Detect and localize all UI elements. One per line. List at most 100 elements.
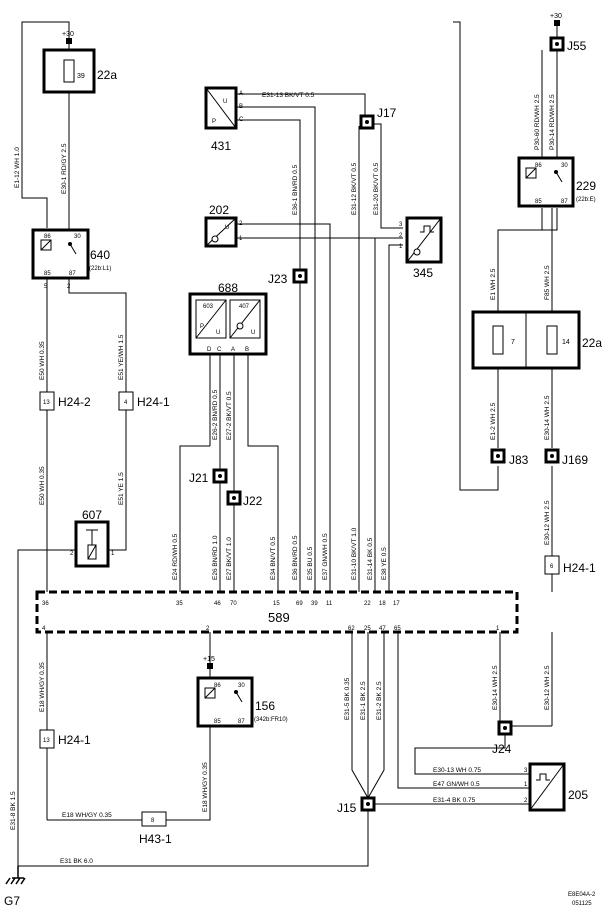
connector-J15: J15 bbox=[337, 796, 376, 815]
connector-J83-label: J83 bbox=[509, 453, 529, 467]
connector-J83: J83 bbox=[490, 448, 529, 467]
sensor-431-p: P bbox=[212, 119, 216, 125]
fuse-39-label: 39 bbox=[77, 73, 85, 80]
pin-69: 69 bbox=[296, 601, 303, 607]
wire-E31-8: E31-8 BK 1.5 bbox=[10, 791, 17, 830]
pin-46: 46 bbox=[214, 601, 221, 607]
wire-E35: E35 BU 0.5 bbox=[307, 546, 314, 580]
pin-18: 18 bbox=[379, 601, 386, 607]
module-603-p: P bbox=[200, 324, 204, 330]
sensor-431-label: 431 bbox=[211, 139, 231, 153]
sensor-205-pin3: 3 bbox=[524, 768, 528, 774]
wire-E1-12: E1-12 WH 1.0 bbox=[14, 147, 21, 188]
module-688-label: 688 bbox=[218, 281, 238, 295]
switch-607: 2 1 607 bbox=[70, 508, 115, 568]
relay-640-pin30: 30 bbox=[74, 234, 81, 240]
sensor-431-pinC: C bbox=[239, 117, 244, 123]
wire-E50b: E50 WH 0.35 bbox=[39, 466, 46, 505]
module-688-pinA: A bbox=[231, 347, 235, 353]
ground-G7-label: G7 bbox=[4, 894, 20, 908]
wire-E1-2: E1-2 WH 2.5 bbox=[490, 402, 497, 440]
relay-229-pin86: 86 bbox=[535, 163, 542, 169]
connector-J24-label: J24 bbox=[492, 742, 512, 756]
sensor-345: 3 2 1 345 bbox=[399, 216, 443, 280]
wire-E18c: E18 WH/GY 0.35 bbox=[202, 762, 209, 812]
relay-640-pin2: 2 bbox=[67, 284, 71, 290]
sensor-431-pinB: B bbox=[239, 104, 243, 110]
wire-E27-2: E27-2 BK/VT 0.5 bbox=[226, 391, 233, 440]
wire-E31-4: E31-4 BK 0.75 bbox=[433, 797, 476, 804]
supply-plus30-right: +30 bbox=[550, 13, 562, 20]
sensor-345-pin2: 2 bbox=[399, 233, 403, 239]
sensor-202-pin2: 2 bbox=[239, 221, 243, 227]
connector-J22: J22 bbox=[226, 490, 263, 508]
wire-E38: E38 YE 0.5 bbox=[381, 547, 388, 580]
connector-H24-1-b-pin: 6 bbox=[550, 564, 554, 570]
wires bbox=[17, 20, 558, 867]
wire-E51b: E51 YE 1.5 bbox=[118, 472, 125, 505]
connector-J55: J55 bbox=[549, 36, 587, 53]
connector-J17-label: J17 bbox=[377, 106, 397, 120]
connector-J55-label: J55 bbox=[567, 39, 587, 53]
relay-640: 86 30 85 87 5 2 640 (22b:L1) bbox=[31, 228, 111, 290]
wire-E24: E24 RD/WH 0.5 bbox=[172, 533, 179, 580]
wire-E36-1: E36-1 BN/RD 0.5 bbox=[292, 164, 299, 215]
sensor-202: U 2 1 202 bbox=[204, 203, 243, 248]
relay-640-pin85: 85 bbox=[44, 271, 51, 277]
relay-640-pin5: 5 bbox=[44, 284, 48, 290]
connector-H43-1-pin: 8 bbox=[151, 818, 155, 824]
sensor-205-label: 205 bbox=[568, 788, 588, 802]
pin-65: 65 bbox=[394, 626, 401, 632]
pin-47: 47 bbox=[379, 626, 386, 632]
connector-J23: J23 bbox=[268, 268, 308, 286]
relay-156-sublabel: (342b:FR10) bbox=[254, 717, 288, 723]
connector-J21: J21 bbox=[189, 468, 228, 485]
sensor-202-u: U bbox=[225, 225, 229, 231]
wire-E18b: E18 WH/GY 0.35 bbox=[62, 812, 112, 819]
doc-date: 051125 bbox=[572, 901, 592, 907]
connector-J17: J17 bbox=[359, 106, 397, 130]
wire-E36: E36 BN/RD 0.5 bbox=[292, 535, 299, 580]
wire-E26: E26 BN/RD 1.0 bbox=[212, 535, 219, 580]
relay-229-label: 229 bbox=[576, 179, 596, 193]
wire-E30-14b: E30-14 WH 2.5 bbox=[492, 665, 499, 710]
connector-H24-1-b-label: H24-1 bbox=[563, 561, 596, 575]
wire-E26-2: E26-2 BN/RD 0.5 bbox=[212, 389, 219, 440]
relay-229-pin87: 87 bbox=[561, 199, 568, 205]
sensor-431-u: U bbox=[223, 99, 227, 105]
supply-plus15: +15 bbox=[203, 656, 215, 663]
connector-J22-label: J22 bbox=[243, 494, 263, 508]
wire-E31-5: E31-5 BK 0.35 bbox=[344, 677, 351, 720]
module-603-u: U bbox=[216, 330, 220, 336]
connector-H24-1-c-pin: 13 bbox=[43, 738, 50, 744]
connector-J24: J24 bbox=[492, 720, 513, 756]
relay-156-pin85: 85 bbox=[214, 719, 221, 725]
pin-35: 35 bbox=[176, 601, 183, 607]
pin-62: 62 bbox=[348, 626, 355, 632]
wire-E37: E37 GN/WH 0.5 bbox=[322, 533, 329, 580]
wire-E47: E47 GN/WH 0.5 bbox=[433, 781, 480, 788]
fuse-7-label: 7 bbox=[511, 339, 515, 346]
pin-22: 22 bbox=[364, 601, 371, 607]
switch-607-label: 607 bbox=[82, 508, 102, 522]
fuse-22a-right-label: 22a bbox=[582, 336, 602, 350]
connector-H24-2-label: H24-2 bbox=[58, 395, 91, 409]
wire-F85: F85 WH 2.5 bbox=[544, 265, 551, 300]
sensor-431-pinA: A bbox=[239, 91, 243, 97]
connector-J21-label: J21 bbox=[189, 471, 209, 485]
connector-H24-1-a-pin: 4 bbox=[124, 400, 128, 406]
connector-J23-label: J23 bbox=[268, 272, 288, 286]
sensor-205-pin2: 2 bbox=[524, 798, 528, 804]
ground-G7: G7 bbox=[4, 866, 26, 908]
relay-156-label: 156 bbox=[255, 699, 275, 713]
fuse-22a-top-label: 22a bbox=[97, 68, 117, 82]
connector-J169-label: J169 bbox=[562, 453, 588, 467]
wire-E31-14: E31-14 BK 0.5 bbox=[367, 537, 374, 580]
pin-70: 70 bbox=[230, 601, 237, 607]
doc-code: E8E04A-2 bbox=[568, 892, 596, 898]
switch-607-pin2: 2 bbox=[70, 551, 74, 557]
connector-H24-1-a-label: H24-1 bbox=[137, 395, 170, 409]
sensor-202-label: 202 bbox=[209, 203, 229, 217]
pin-36: 36 bbox=[42, 601, 49, 607]
pin-1-bottom: 1 bbox=[496, 626, 500, 632]
